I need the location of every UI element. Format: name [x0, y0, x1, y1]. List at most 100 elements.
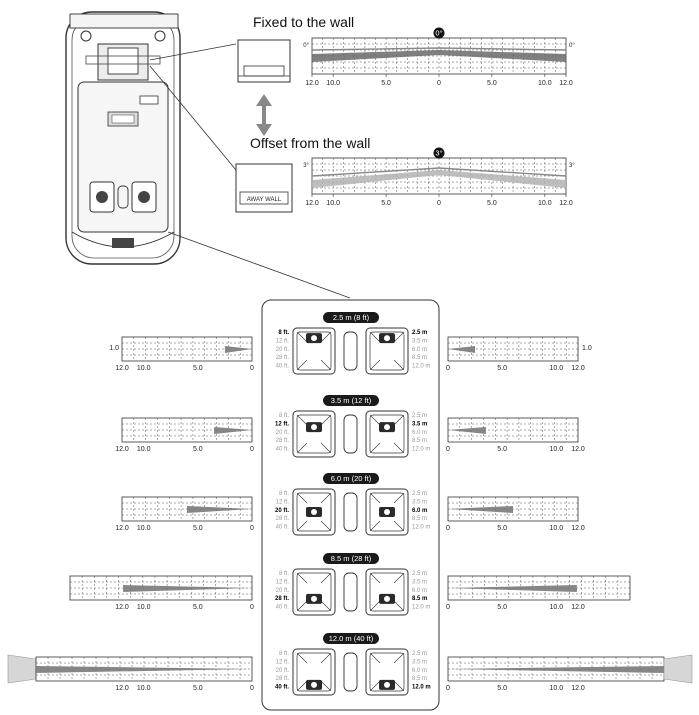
lens-lines: [296, 572, 332, 612]
setting-pill: [323, 312, 379, 323]
lens-knob-dot: [384, 681, 390, 688]
tick-label: 0: [250, 365, 254, 372]
tick-label: 5.0: [497, 525, 507, 532]
distance-ft: 28 ft.: [276, 438, 290, 444]
tick-label: 5.0: [381, 80, 391, 87]
tick-label: 5.0: [497, 365, 507, 372]
left-angle: 0°: [303, 43, 309, 49]
distance-ft: 40 ft.: [276, 525, 290, 531]
distance-m: 6.0 m: [412, 430, 427, 436]
double-arrow-icon: [256, 94, 272, 136]
setting-label: 2.5 m (8 ft): [333, 313, 370, 322]
lens-lines: [296, 652, 332, 692]
distance-m: 2.5 m: [412, 651, 427, 657]
tick-label: 5.0: [487, 200, 497, 207]
tick-label: 5.0: [193, 685, 203, 692]
lens-inner: [369, 652, 405, 692]
distance-m: 6.0 m: [412, 668, 427, 674]
tick-label: 10.0: [326, 200, 340, 207]
center-slot: [343, 492, 358, 532]
tick-label: 5.0: [497, 604, 507, 611]
distance-ft: 20 ft.: [275, 508, 289, 514]
setting-group: 2.5 m (8 ft)8 ft.12 ft.20 ft.28 ft.40 ft…: [276, 312, 430, 375]
tick-label: 12.0: [571, 685, 585, 692]
leader-line-settings: [167, 231, 351, 299]
distance-ft: 12 ft.: [276, 659, 290, 665]
tick-label: 0: [250, 604, 254, 611]
lens-inner: [296, 652, 332, 692]
setting-label: 8.5 m (28 ft): [331, 554, 372, 563]
tick-label: 10.0: [326, 80, 340, 87]
setting-pill: [323, 633, 379, 644]
distance-m: 3.5 m: [412, 499, 427, 505]
distance-ft: 28 ft.: [276, 516, 290, 522]
distance-ft: 8 ft.: [279, 651, 289, 657]
distance-m: 12.0 m: [412, 364, 430, 370]
tick-label: 12.0: [115, 525, 129, 532]
side-value: 1.0: [109, 345, 119, 352]
right-angle: 3°: [569, 163, 575, 169]
tick-label: 12.0: [115, 365, 129, 372]
distance-ft: 12 ft.: [275, 421, 289, 427]
beam-edge: [311, 167, 567, 177]
lens-knob-dot: [311, 595, 317, 602]
settings-groups: 2.5 m (8 ft) 8 ft. 12 ft. 20 ft. 28 ft. 40 ft…: [275, 312, 431, 696]
lens-inner: [296, 331, 332, 371]
tick-label: 10.0: [550, 525, 564, 532]
plate-label: AWAY WALL: [247, 197, 282, 203]
tick-label: 12.0: [571, 604, 585, 611]
distance-ft: 20 ft.: [276, 668, 290, 674]
distance-ft: 40 ft.: [275, 685, 289, 691]
lens-housing: [365, 648, 409, 696]
distance-ft: 12 ft.: [276, 579, 290, 585]
distance-m: 3.5 m: [412, 659, 427, 665]
distance-ft: 40 ft.: [276, 447, 290, 453]
distance-ft: 20 ft.: [276, 588, 290, 594]
angle-badge: 0°: [435, 29, 442, 38]
distance-ft: 40 ft.: [276, 605, 290, 611]
setting-group: 12.0 m (40 ft)8 ft.12 ft.20 ft.28 ft.40 …: [275, 633, 431, 696]
tick-label: 10.0: [550, 685, 564, 692]
range-band: [214, 427, 252, 434]
tick-label: 10.0: [137, 365, 151, 372]
setting-group: 8.5 m (28 ft)8 ft.12 ft.20 ft.28 ft.40 f…: [275, 553, 430, 616]
tick-label: 5.0: [193, 446, 203, 453]
center-slot: [343, 572, 358, 612]
distance-m: 2.5 m: [412, 413, 427, 419]
range-band: [448, 666, 664, 673]
lens-knob-dot: [311, 681, 317, 688]
extension-band: [663, 654, 693, 684]
range-band: [448, 427, 486, 434]
tick-label: 12.0: [115, 446, 129, 453]
tick-label: 0: [250, 525, 254, 532]
tick-label: 10.0: [550, 446, 564, 453]
lens-lines: [296, 331, 332, 371]
lens-knob-dot: [384, 509, 390, 515]
setting-group: 6.0 m (20 ft)8 ft.12 ft.20 ft.28 ft.40 f…: [275, 473, 430, 536]
setting-pill: [323, 553, 379, 564]
distance-ft: 40 ft.: [276, 364, 290, 370]
lens-inner: [296, 492, 332, 532]
tick-label: 0: [250, 446, 254, 453]
distance-m: 8.5 m: [412, 438, 427, 444]
leader-line-offset: [149, 65, 237, 171]
tick-label: 10.0: [137, 604, 151, 611]
tick-label: 0: [437, 80, 441, 87]
tick-label: 0: [446, 685, 450, 692]
distance-m: 8.5 m: [412, 596, 427, 602]
lens-knob-dot: [311, 509, 317, 515]
distance-m: 12.0 m: [412, 605, 430, 611]
distance-m: 12.0 m: [412, 525, 430, 531]
distance-m: 6.0 m: [412, 508, 427, 514]
range-band: [123, 585, 252, 592]
tick-label: 0: [437, 200, 441, 207]
center-slot: [343, 652, 358, 692]
distance-m: 12.0 m: [412, 447, 430, 453]
tick-label: 10.0: [550, 365, 564, 372]
